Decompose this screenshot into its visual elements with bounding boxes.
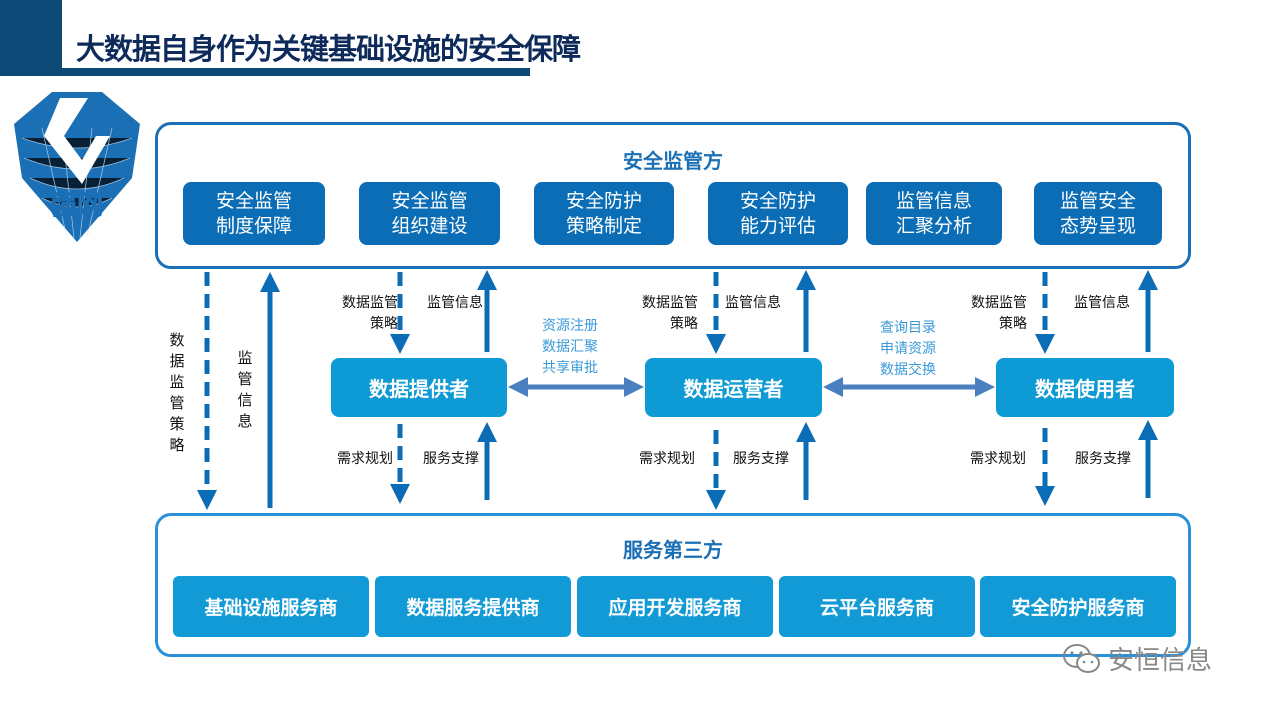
provider-item[interactable]: 安全防护服务商 — [980, 576, 1176, 637]
watermark-text: 安恒信息 — [1108, 646, 1213, 676]
policy-label: 数据监管 策略 — [642, 295, 698, 332]
regulator-item[interactable]: 安全防护 能力评估 — [708, 182, 848, 245]
exchange-label: 资源注册 数据汇聚 共享审批 — [542, 318, 598, 376]
regulator-item[interactable]: 安全监管 组织建设 — [359, 182, 500, 245]
info-label: 监管信息 — [427, 295, 483, 311]
logo-shield-icon: 强网 — [14, 92, 140, 242]
watermark: 安恒信息 — [1062, 640, 1212, 677]
provider-item[interactable]: 数据服务提供商 — [375, 576, 571, 637]
side-policy-label: 数据监管策略 — [169, 331, 185, 454]
panel-title: 安全监管方 — [623, 149, 723, 173]
policy-label: 数据监管 策略 — [342, 295, 398, 332]
demand-label: 需求规划 — [337, 451, 393, 467]
demand-label: 需求规划 — [639, 451, 695, 467]
regulator-item[interactable]: 安全监管 制度保障 — [183, 182, 325, 245]
header-block — [0, 0, 62, 75]
info-label: 监管信息 — [1074, 295, 1130, 311]
entity-data-operator[interactable]: 数据运营者 — [645, 358, 822, 417]
header-underline — [0, 68, 530, 76]
support-label: 服务支撑 — [733, 451, 789, 467]
provider-item[interactable]: 基础设施服务商 — [173, 576, 369, 637]
regulator-item[interactable]: 监管信息 汇聚分析 — [866, 182, 1002, 245]
support-label: 服务支撑 — [423, 451, 479, 467]
demand-label: 需求规划 — [970, 451, 1026, 467]
wechat-icon — [1063, 643, 1100, 673]
page-title: 大数据自身作为关键基础设施的安全保障 — [76, 32, 581, 66]
side-info-label: 监管信息 — [237, 349, 253, 430]
regulator-item[interactable]: 监管安全 态势呈现 — [1034, 182, 1162, 245]
provider-item[interactable]: 云平台服务商 — [779, 576, 975, 637]
entity-data-provider[interactable]: 数据提供者 — [331, 358, 507, 417]
exchange-label: 查询目录 申请资源 数据交换 — [880, 320, 936, 378]
info-label: 监管信息 — [725, 295, 781, 311]
logo-text: 强网 — [51, 191, 103, 221]
provider-item[interactable]: 应用开发服务商 — [577, 576, 773, 637]
regulator-item[interactable]: 安全防护 策略制定 — [534, 182, 674, 245]
panel-title: 服务第三方 — [623, 538, 723, 562]
support-label: 服务支撑 — [1075, 451, 1131, 467]
policy-label: 数据监管 策略 — [971, 295, 1027, 332]
entity-data-user[interactable]: 数据使用者 — [996, 358, 1174, 417]
